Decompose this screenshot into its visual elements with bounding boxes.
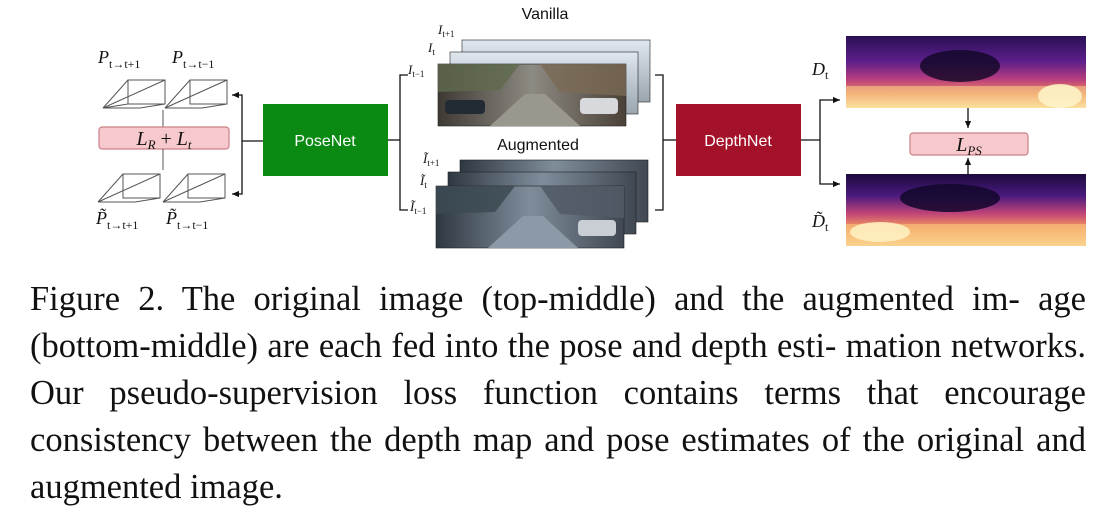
depth-label-augmented: D̃t [811,211,829,234]
depthnet-output-arrows [801,96,840,188]
pose-label-fwd: Pt→t+1 [97,47,140,71]
camera-frustum-icon [102,79,166,109]
pose-labels-bottom: P̃t→t+1 P̃t→t−1 [95,208,208,232]
depth-map-bottom [846,174,1086,246]
pose-label-aug-fwd: P̃t→t+1 [95,208,138,232]
camera-frustum-icon [162,173,226,203]
posenet-label: PoseNet [294,133,356,150]
depth-map-top [846,36,1086,108]
posenet-output-arrows [232,91,263,198]
vanilla-title: Vanilla [522,6,569,23]
pose-label-aug-bwd: P̃t→t−1 [165,208,208,232]
pose-label-bwd: Pt→t−1 [171,47,214,71]
camera-frustum-icon [97,173,161,203]
loss-box-lps: LPS [909,132,1029,158]
frame-label-vanilla-t: It [427,40,435,57]
pose-labels-top: Pt→t+1 Pt→t−1 [97,47,214,71]
bracket-right [655,74,664,211]
pose-icons-bottom [97,173,226,203]
vanilla-image-stack [437,39,651,127]
frame-label-aug-t: Ĩt [419,173,427,190]
augmented-frame-labels: Ĩt+1 Ĩt Ĩt−1 [409,151,439,216]
bracket-left [399,74,408,211]
pose-icons-top [102,79,228,109]
frame-label-aug-t+1: Ĩt+1 [422,151,439,168]
camera-frustum-icon [164,79,228,109]
augmented-title: Augmented [497,137,579,154]
lps-formula: LPS [955,134,982,158]
augmented-image-stack [435,159,649,249]
diagram-canvas: Pt→t+1 Pt→t−1 LR + Lt [95,6,1086,249]
loss-box-lr-lt: LR + Lt [98,126,230,152]
depth-label: Dt [811,59,829,82]
frame-label-aug-t-1: Ĩt−1 [409,199,426,216]
figure: Pt→t+1 Pt→t−1 LR + Lt [0,0,1112,260]
posenet-block: PoseNet [263,104,388,176]
frame-label-vanilla-t-1: It−1 [407,62,424,79]
frame-label-vanilla-t+1: It+1 [437,22,454,39]
figure-caption: Figure 2. The original image (top-middle… [30,280,1086,506]
loss-formula: LR + Lt [135,128,191,152]
vanilla-frame-labels: It+1 It It−1 [407,22,454,79]
depthnet-block: DepthNet [676,104,801,176]
depthnet-label: DepthNet [704,133,772,150]
